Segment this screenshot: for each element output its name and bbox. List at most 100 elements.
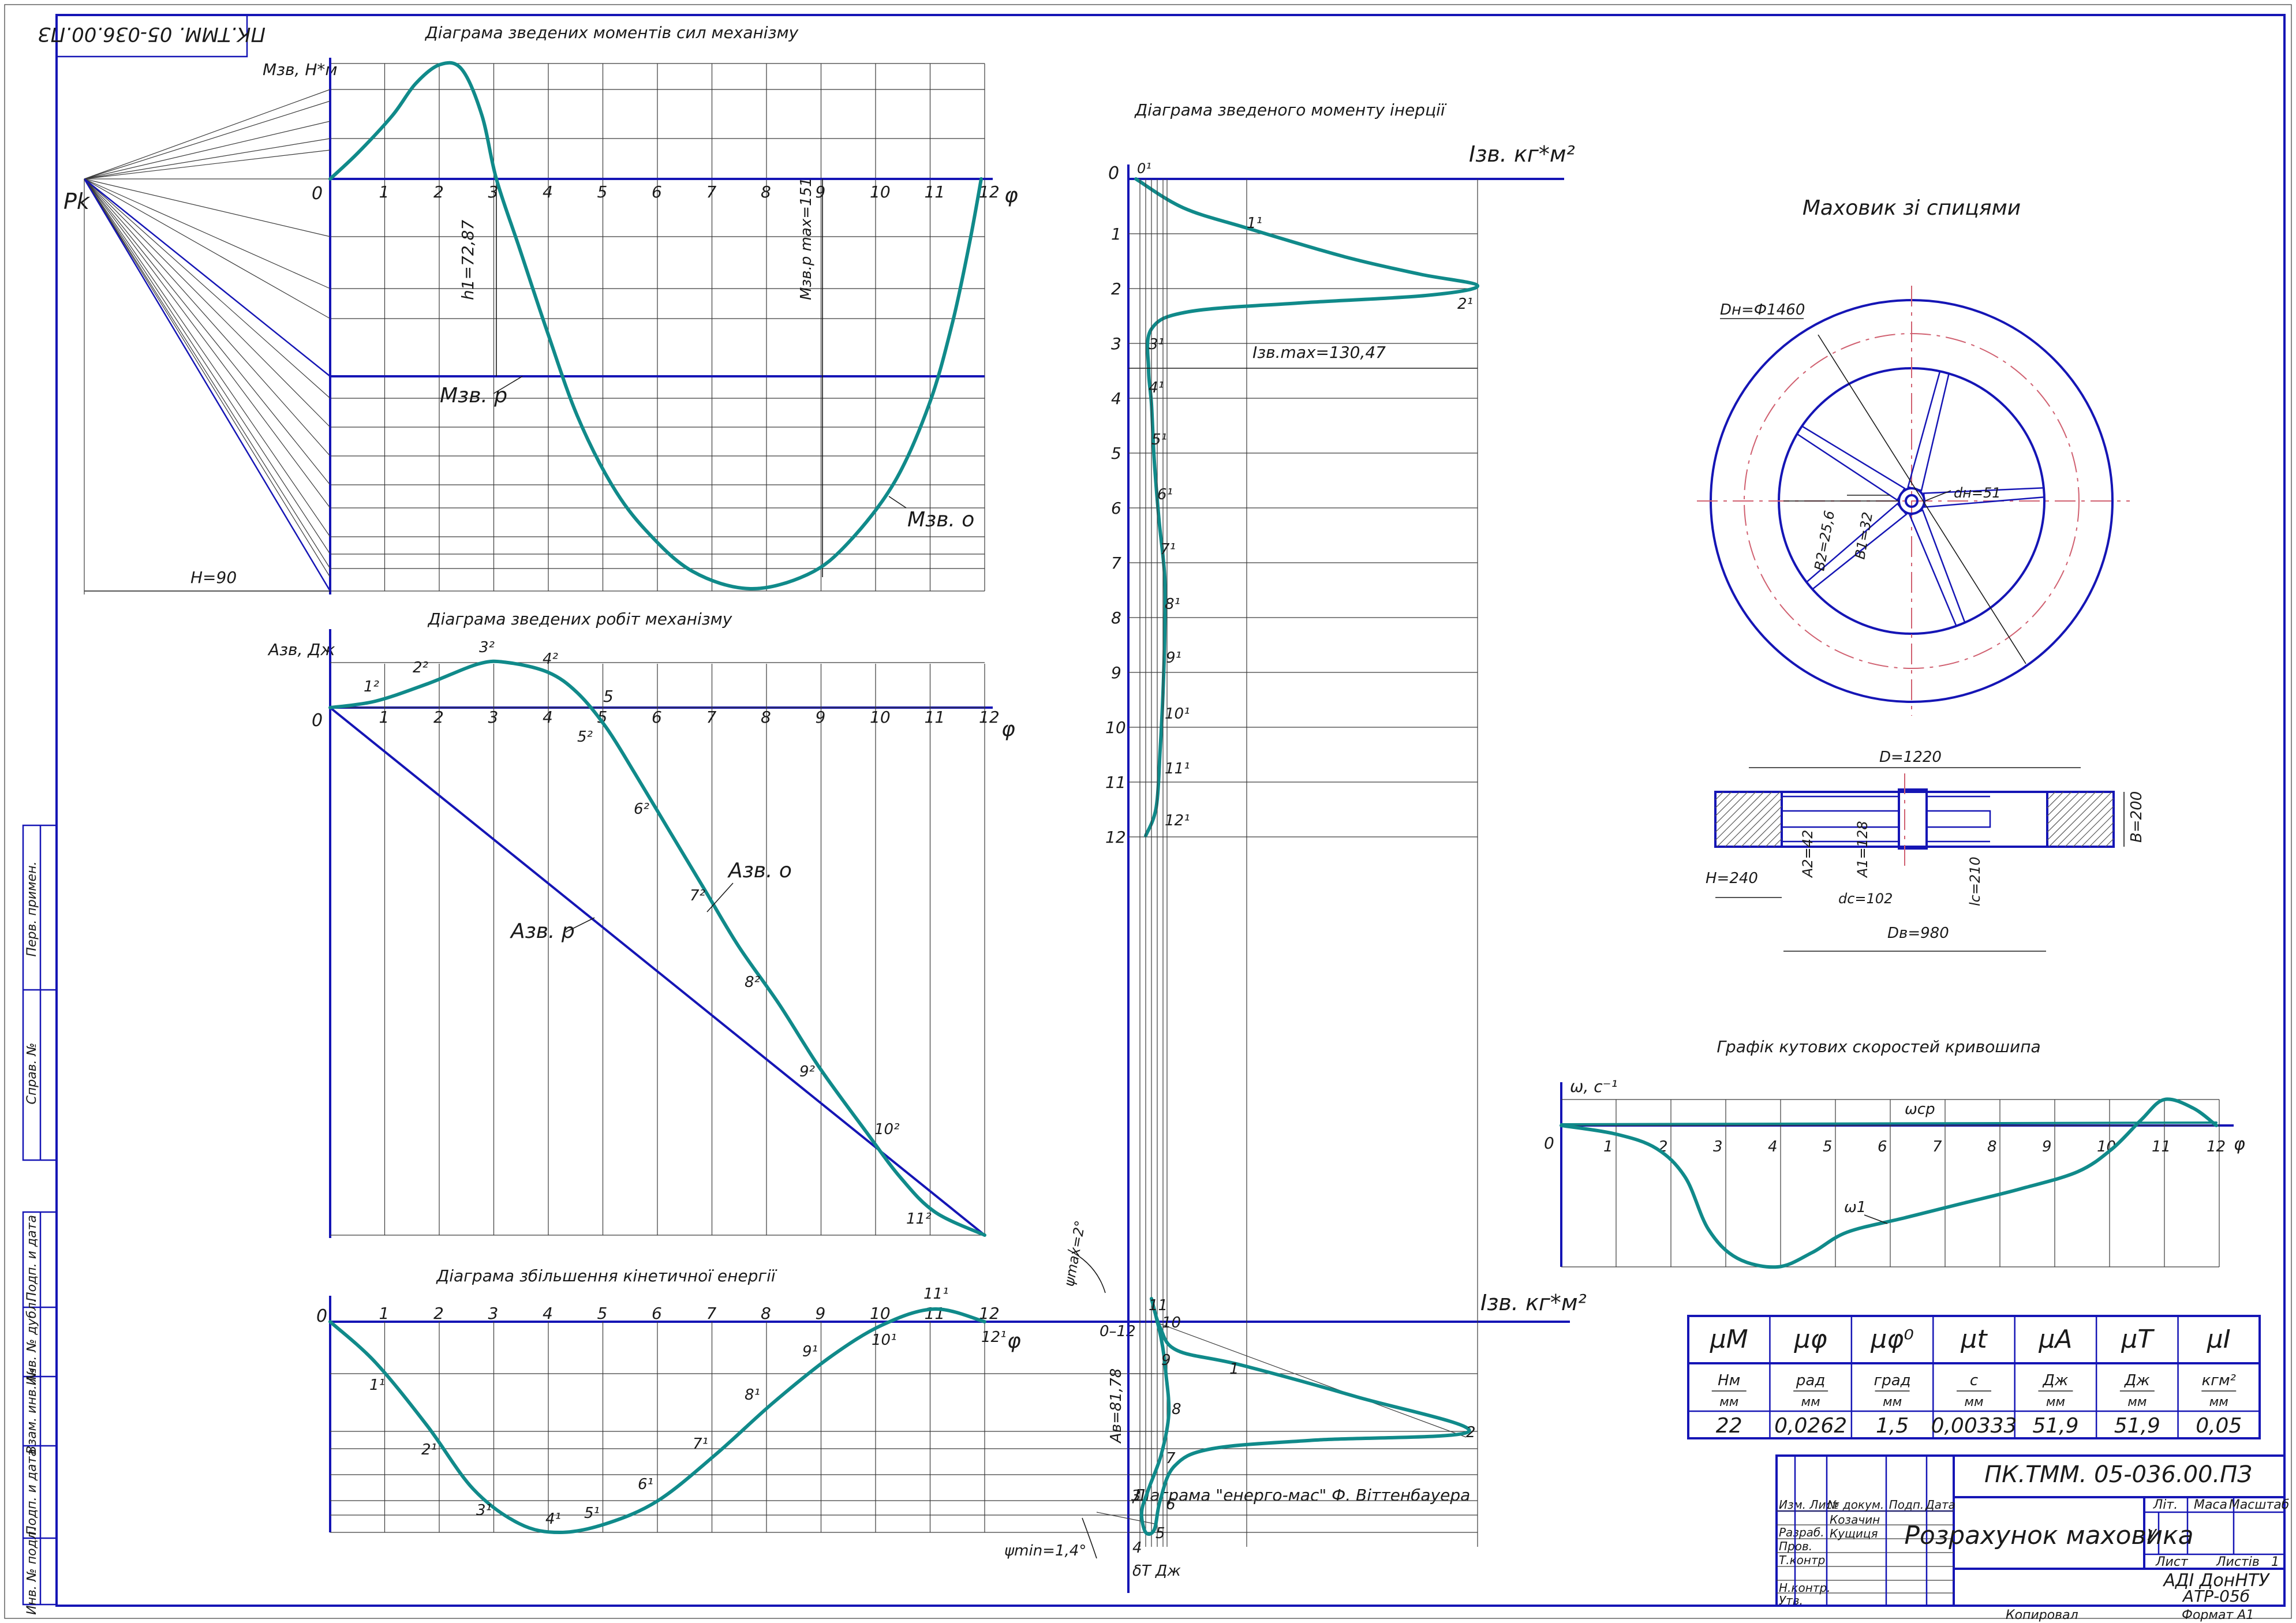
- wittenbauer-point-label: 11: [1149, 1297, 1168, 1314]
- d-label: D=1220: [1879, 749, 1942, 766]
- pole-label: Pk: [63, 189, 91, 214]
- wittenbauer-point-label: 9: [1161, 1352, 1171, 1369]
- kinetic-point-label: 4¹: [545, 1510, 561, 1528]
- table-unit-bottom: мм: [1964, 1395, 1983, 1409]
- inertia-zero: 0: [1108, 163, 1119, 184]
- kinetic-point-label: 9¹: [802, 1343, 818, 1360]
- moments-tick: 3: [488, 182, 499, 201]
- works-phi: φ: [1001, 717, 1015, 741]
- table-unit-top: Нм: [1718, 1372, 1740, 1389]
- moments-tick: 5: [597, 182, 608, 201]
- wittenbauer-point-label: 6: [1166, 1496, 1176, 1513]
- works-tick: 6: [652, 708, 662, 727]
- kinetic-tick: 10: [870, 1304, 891, 1323]
- wittenbauer-title: Діаграма "енерго-мас" Ф. Віттенбауера: [1132, 1486, 1471, 1505]
- table-unit-bottom: мм: [1801, 1395, 1820, 1409]
- svg-text:Подп.: Подп.: [1889, 1498, 1924, 1512]
- wittenbauer-point-label: 10: [1162, 1314, 1181, 1332]
- kinetic-point-label: 5¹: [584, 1505, 600, 1522]
- table-value: 51,9: [2032, 1414, 2078, 1438]
- works-tick: 7: [706, 708, 717, 727]
- kinetic-curve: [328, 1307, 986, 1534]
- works-point-label: 1²: [364, 678, 379, 695]
- tb-row-label: Разраб.: [1779, 1525, 1824, 1539]
- table-unit-top: град: [1874, 1372, 1911, 1389]
- wittenbauer-point-label: 2: [1466, 1424, 1476, 1441]
- inertia-point-label: 11¹: [1165, 760, 1190, 777]
- inertia-xlabel: Ізв. кг*м²: [1469, 141, 1575, 167]
- dn-label: Dн=Ф1460: [1720, 301, 1805, 319]
- works-point-label: 6²: [634, 801, 649, 818]
- inertia-zero-prime: 0¹: [1137, 160, 1151, 177]
- mmax-label: Мзв.р max=151: [798, 177, 815, 300]
- kinetic-tick: 7: [706, 1304, 717, 1323]
- moments-tick: 6: [652, 182, 662, 201]
- svg-text:Листів: Листів: [2216, 1555, 2260, 1569]
- inertia-point-label: 3¹: [1149, 336, 1164, 353]
- svg-text:Козачин: Козачин: [1830, 1513, 1880, 1527]
- works-point-label: 4²: [543, 650, 558, 668]
- kinetic-point-label: 7¹: [693, 1435, 708, 1453]
- table-value: 22: [1716, 1414, 1742, 1438]
- works-tick: 5: [597, 708, 608, 727]
- table-header: μT: [2121, 1325, 2155, 1354]
- table-header: μM: [1710, 1325, 1748, 1354]
- table-value: 0,0262: [1774, 1414, 1847, 1438]
- kinetic-point-label: 3¹: [476, 1502, 492, 1519]
- psi-min-label: ψmin=1,4°: [1004, 1542, 1086, 1560]
- works-point-label: 9²: [799, 1063, 815, 1080]
- svg-text:Инв. № подл.: Инв. № подл.: [25, 1527, 39, 1615]
- inertia-curve: [1134, 177, 1479, 837]
- inertia-point-label: 5¹: [1151, 431, 1167, 448]
- kinetic-point-label: 2¹: [421, 1441, 437, 1459]
- table-header: μφ⁰: [1870, 1325, 1914, 1354]
- wittenbauer-point-label: 1: [1229, 1360, 1239, 1378]
- omega-zero: 0: [1544, 1134, 1554, 1153]
- svg-text:Масштаб: Масштаб: [2229, 1498, 2290, 1512]
- inertia-tick: 9: [1111, 663, 1121, 682]
- omega-tick: 5: [1823, 1138, 1833, 1155]
- moments-phi: φ: [1004, 184, 1018, 207]
- inertia-point-label: 7¹: [1160, 541, 1176, 558]
- wittenbauer-xlabel: Ізв. кг*м²: [1480, 1290, 1587, 1315]
- svg-text:Справ. №: Справ. №: [25, 1042, 39, 1104]
- moments-title: Діаграма зведених моментів сил механізму: [424, 23, 799, 42]
- svg-text:Кущиця: Кущиця: [1830, 1527, 1878, 1540]
- omega-tick: 3: [1713, 1138, 1723, 1155]
- works-tick: 8: [761, 708, 771, 727]
- wittenbauer-curve: [1139, 1297, 1471, 1536]
- works-tick: 1: [379, 708, 390, 727]
- flywheel-title: Маховик зі спицями: [1803, 196, 2021, 220]
- h-label: H=90: [190, 568, 237, 587]
- works-tick: 4: [543, 708, 553, 727]
- table-unit-top: кгм²: [2202, 1372, 2236, 1389]
- a1-label: A1=128: [1854, 821, 1871, 878]
- svg-text:АДІ ДонНТУ: АДІ ДонНТУ: [2163, 1570, 2271, 1591]
- omega-w1: ω1: [1844, 1199, 1866, 1216]
- inertia-tick: 4: [1111, 389, 1121, 408]
- works-point-label: 11²: [906, 1210, 932, 1228]
- omega-tick: 6: [1878, 1138, 1887, 1155]
- title-block: Изм. ЛистРазраб.Пров.Т.контр.Н.контр.Утв…: [1775, 1454, 2290, 1622]
- svg-text:Взам. инв. №: Взам. инв. №: [25, 1368, 39, 1454]
- table-value: 51,9: [2114, 1414, 2160, 1438]
- wittenbauer-point-label: 7: [1166, 1450, 1176, 1467]
- works-tick: 3: [488, 708, 499, 727]
- zero12-label: 0–12: [1100, 1323, 1136, 1340]
- moments-tick: 8: [761, 182, 771, 201]
- svg-text:Перв. примен.: Перв. примен.: [25, 861, 39, 956]
- tb-name: Розрахунок маховика: [1904, 1521, 2193, 1550]
- svg-text:№ докум.: № докум.: [1827, 1498, 1884, 1512]
- wittenbauer-point-label: 4: [1132, 1539, 1142, 1557]
- table-value: 0,05: [2196, 1414, 2242, 1438]
- wittenbauer-point-label: 3: [1131, 1487, 1141, 1505]
- svg-text:Дата: Дата: [1925, 1498, 1955, 1512]
- omega-ylabel: ω, с⁻¹: [1570, 1077, 1618, 1096]
- kinetic-tick: 1: [379, 1304, 390, 1323]
- svg-text:АТР-05б: АТР-05б: [2182, 1587, 2250, 1606]
- b1-label: B1=32: [1852, 511, 1876, 560]
- kinetic-tick: 9: [816, 1304, 826, 1323]
- svg-text:Формат А1: Формат А1: [2182, 1608, 2254, 1622]
- inertia-point-label: 2¹: [1457, 296, 1473, 313]
